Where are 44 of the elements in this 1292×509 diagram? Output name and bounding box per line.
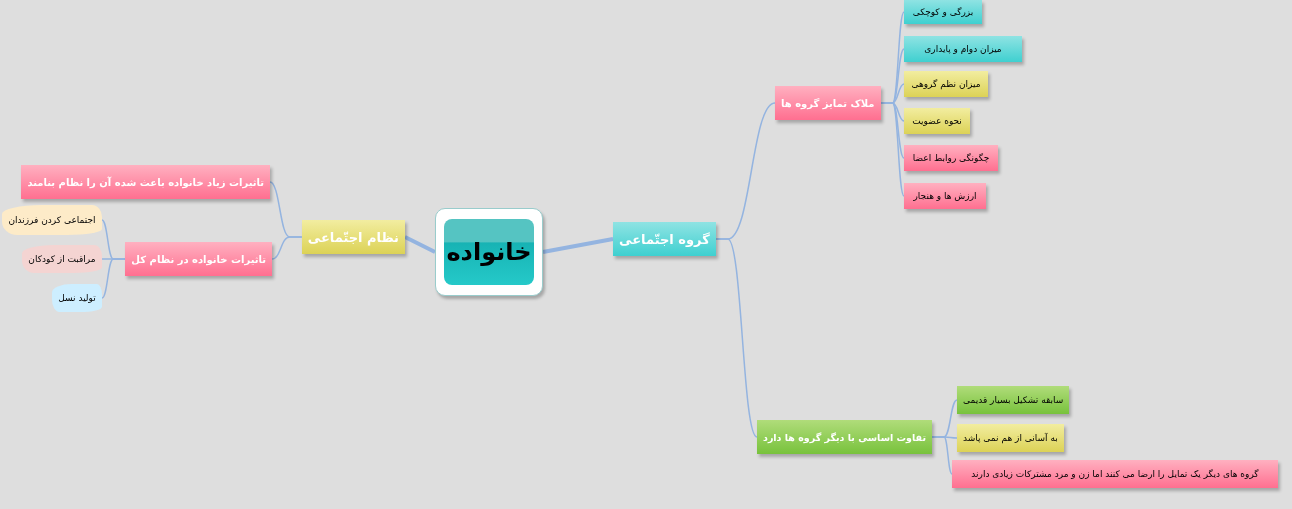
topic-text: تولید نسل: [58, 293, 96, 303]
topic-box: [301, 220, 405, 254]
topic-text: خانواده: [446, 238, 532, 266]
subtopic-box: [757, 420, 932, 454]
connector-line: [714, 238, 758, 438]
brush-note: [52, 284, 102, 312]
connector-line: [879, 102, 905, 197]
topic-text: بزرگی و کوچکی: [912, 7, 974, 17]
subtopic-box: [21, 165, 270, 199]
brush-note: [2, 205, 102, 235]
topic-text: ملاک تمایز گروه ها: [781, 97, 875, 109]
topic-text: سابقه تشکیل بسیار قدیمی: [963, 395, 1064, 405]
leaf-box: [904, 145, 998, 171]
topic-text: گروه های دیگر یک تمایل را ارضا می کنند اما زن و مرد مشترکات زیادی دارند: [971, 469, 1259, 479]
subtopic-box: [775, 86, 881, 120]
topic-box: [613, 222, 716, 256]
central-topic-box: [435, 208, 543, 296]
connector-line: [271, 236, 303, 260]
leaf-box: [957, 424, 1064, 452]
topic-text: مراقبت از کودکان: [28, 254, 96, 264]
connector-line: [931, 436, 953, 475]
topic-text: نحوه عضویت: [912, 116, 962, 126]
topic-text: میزان دوام و پایداری: [924, 44, 1002, 54]
topic-text: اجتماعی کردن فرزندان: [8, 215, 96, 225]
leaf-box: [952, 460, 1278, 488]
leaf-box: [904, 71, 988, 97]
leaf-box: [904, 183, 986, 209]
topic-text: ارزش ها و هنجار: [913, 191, 977, 201]
leaf-box: [904, 0, 982, 24]
subtopic-box: [125, 242, 272, 276]
topic-text: تاثیرات خانواده در نظام کل: [131, 253, 266, 265]
leaf-box: [904, 36, 1022, 62]
topic-text: نظام اجتّماعی: [307, 229, 399, 245]
topic-text: میزان نظم گروهی: [911, 79, 981, 89]
topic-text: گروه اجتّماعی: [619, 231, 710, 247]
topic-text: تفاوت اساسی با دیگر گروه ها دارد: [763, 431, 926, 443]
leaf-box: [957, 386, 1070, 414]
topic-text: تاثیرات زیاد خانواده باعث شده آن را نظام بنامند: [27, 176, 264, 188]
brush-note: [22, 245, 102, 273]
topic-text: چگونگی روابط اعضا: [912, 153, 990, 163]
connector-line: [542, 237, 614, 254]
topic-text: به آسانی از هم نمی پاشد: [963, 433, 1058, 443]
connector-line: [404, 235, 436, 254]
leaf-box: [904, 108, 970, 134]
